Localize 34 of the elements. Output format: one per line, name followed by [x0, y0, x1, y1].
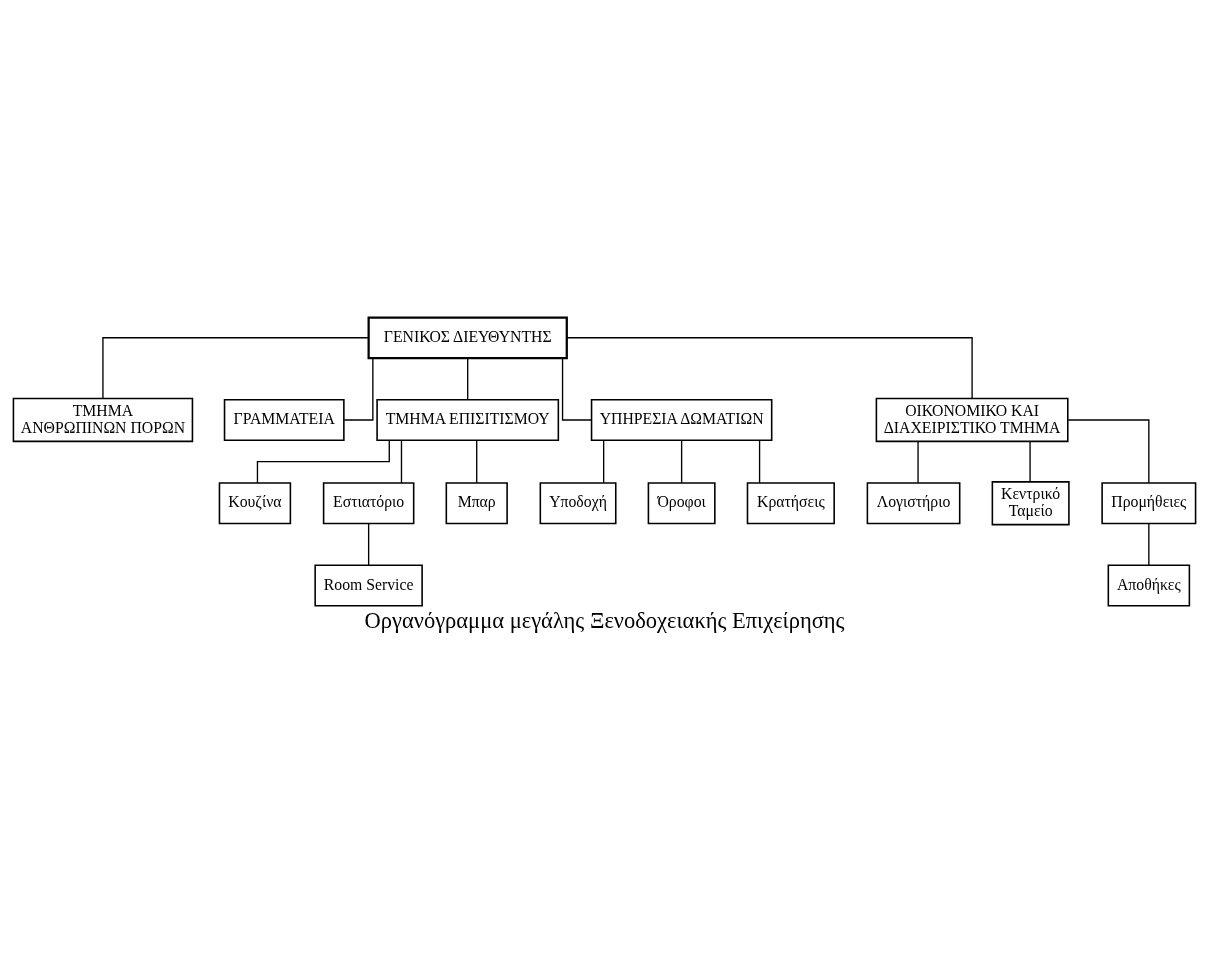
node-box: Κουζίνα: [218, 482, 292, 525]
node-box: Αποθήκες: [1107, 564, 1191, 607]
node-box: Όροφοι: [647, 482, 716, 525]
node-box: Μπαρ: [445, 482, 508, 525]
connector: [1067, 419, 1150, 484]
connector: [603, 439, 605, 484]
node-box: Κεντρικό Ταμείο: [991, 481, 1070, 526]
caption: Οργανόγραμμα μεγάλης Ξενοδοχειακής Επιχείρησης: [364, 608, 845, 634]
node-box: ΥΠΗΡΕΣΙΑ ΔΩΜΑΤΙΩΝ: [590, 398, 773, 441]
node-box: Εστιατόριο: [322, 482, 415, 525]
node-box: ΓΕΝΙΚΟΣ ΔΙΕΥΘΥΝΤΗΣ: [367, 316, 568, 360]
connector: [1029, 440, 1031, 483]
connector: [758, 439, 761, 484]
connector: [343, 357, 374, 421]
connector: [400, 439, 403, 484]
node-box: Λογιστήριο: [866, 482, 961, 525]
connector: [256, 439, 390, 484]
connector: [566, 337, 973, 400]
node-box: Προμήθειες: [1101, 482, 1197, 525]
connector: [561, 357, 593, 421]
connector: [476, 439, 478, 484]
connector: [680, 439, 683, 484]
connector: [1148, 522, 1150, 566]
connector: [467, 357, 469, 401]
node-box: Υποδοχή: [539, 482, 617, 525]
connector: [917, 440, 919, 484]
node-box: ΤΜΗΜΑ ΑΝΘΡΩΠΙΝΩΝ ΠΟΡΩΝ: [12, 397, 194, 443]
connector: [102, 337, 370, 400]
node-box: Room Service: [314, 564, 423, 607]
node-box: ΟΙΚΟΝΟΜΙΚΟ ΚΑΙ ΔΙΑΧΕΙΡΙΣΤΙΚΟ ΤΜΗΜΑ: [875, 397, 1069, 443]
node-box: Κρατήσεις: [746, 482, 835, 525]
node-box: ΤΜΗΜΑ ΕΠΙΣΙΤΙΣΜΟΥ: [376, 398, 560, 441]
connector: [367, 522, 370, 566]
node-box: ΓΡΑΜΜΑΤΕΙΑ: [223, 398, 345, 441]
